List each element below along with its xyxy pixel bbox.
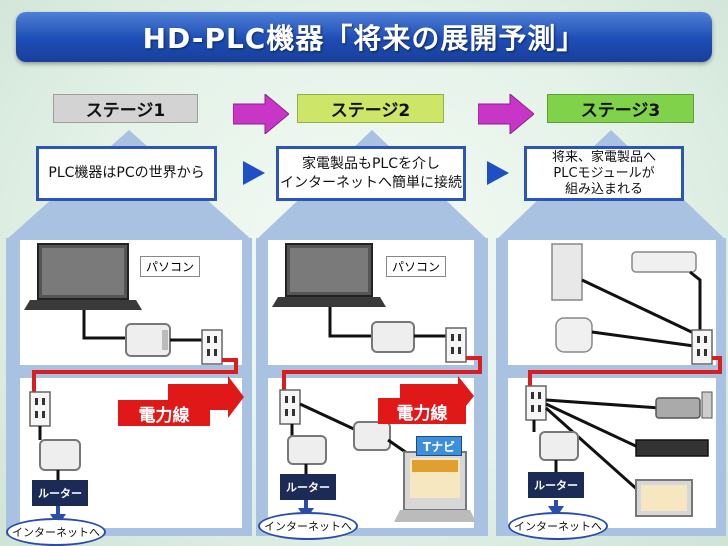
internet-link-2: インターネットへ: [258, 512, 358, 540]
desc-arrow-2: [487, 161, 509, 185]
desc-arrow-1: [243, 161, 265, 185]
internet-link-3: インターネットへ: [508, 512, 608, 540]
stage-2-desc-line-1: 家電製品もPLCを介し: [301, 155, 441, 172]
powerline-label-1: 電力線: [118, 400, 210, 426]
stage-1-to-2-arrow: [233, 94, 289, 134]
stage-3-description: 将来、家電製品へ PLCモジュールが 組み込まれる: [524, 146, 684, 201]
stage-2-to-3-arrow: [478, 94, 534, 134]
house-3-upper-floor: [508, 240, 716, 365]
stage-2-label: ステージ2: [297, 94, 444, 123]
router-1: ルーター: [32, 480, 88, 506]
tnavi-label: Tナビ: [416, 436, 462, 456]
stage-2-desc-line-2: インターネットへ簡単に接続: [280, 174, 462, 191]
stage-3-desc-line-3: 組み込まれる: [564, 181, 643, 197]
stage-1-desc-line-1: PLC機器はPCの世界から: [48, 165, 205, 181]
stage-2-description: 家電製品もPLCを介し インターネットへ簡単に接続: [276, 146, 466, 201]
page-title: HD-PLC機器「将来の展開予測」: [142, 22, 586, 55]
stage-3-desc-line-2: PLCモジュールが: [553, 165, 655, 181]
stage-1-description: PLC機器はPCの世界から: [36, 146, 217, 201]
house-3-lower-floor: [508, 378, 716, 528]
pc-label-2: パソコン: [386, 256, 447, 277]
router-3: ルーター: [528, 472, 584, 498]
pc-label-1: パソコン: [140, 256, 201, 277]
stage-3-label: ステージ3: [547, 94, 694, 123]
internet-link-1: インターネットへ: [6, 518, 106, 546]
router-2: ルーター: [280, 474, 336, 500]
title-banner: HD-PLC機器「将来の展開予測」: [16, 12, 712, 62]
powerline-label-2: 電力線: [378, 398, 466, 424]
stage-3-desc-line-1: 将来、家電製品へ: [551, 149, 656, 165]
stage-1-label: ステージ1: [53, 94, 198, 123]
house-1-upper-floor: [20, 240, 242, 365]
